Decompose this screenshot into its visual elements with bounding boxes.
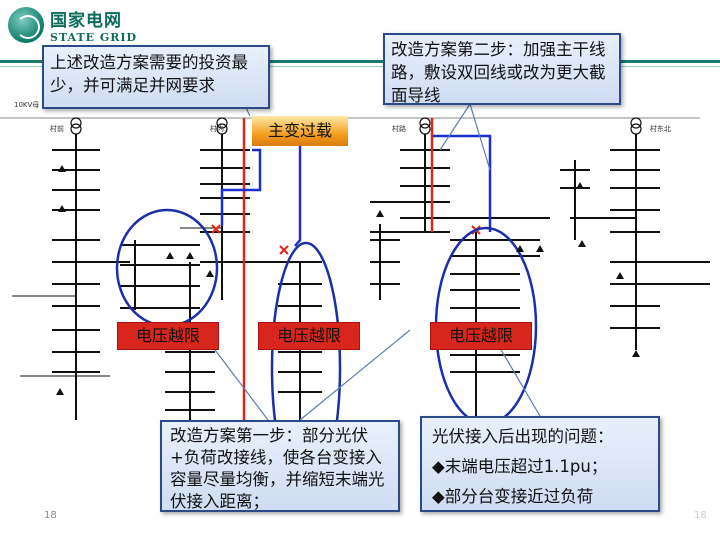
step1-callout: 改造方案第一步：部分光伏+负荷改接线，使各台变接入容量尽量均衡，并缩短末端光伏接… <box>160 420 400 512</box>
transformer-icon <box>70 117 82 129</box>
feeder-3 <box>370 134 550 300</box>
feeder-name-2: 村内 <box>210 125 224 133</box>
header-divider <box>0 60 720 63</box>
feeder-name-3: 村路 <box>392 125 406 133</box>
voltage-limit-tag-1: 电压越限 <box>117 322 219 350</box>
voltage-limit-tag-2: 电压越限 <box>258 322 360 350</box>
feeder-2 <box>180 134 280 300</box>
feeder-1 <box>12 134 130 420</box>
rewired-lines <box>220 134 492 247</box>
problem-item: ◆末端电压超过1.1pu； <box>432 457 608 476</box>
feeder-name-4: 村东北 <box>650 125 671 133</box>
feeder-1-branch <box>120 240 200 310</box>
investment-callout: 上述改造方案需要的投资最少，并可满足并网要求 <box>42 45 270 109</box>
logo-cn: 国家电网 <box>50 11 122 31</box>
bus-voltage-label: 10KV母 <box>14 101 40 109</box>
transformer-overload-tag: 主变过载 <box>252 116 348 146</box>
header-divider-thin <box>0 66 720 67</box>
voltage-limit-tag-3: 电压越限 <box>430 322 532 350</box>
feeder-name-1: 村前 <box>50 125 64 133</box>
page-number: 18 <box>44 510 57 521</box>
logo-en: STATE GRID <box>50 31 138 44</box>
transformers <box>70 117 642 135</box>
fault-marks <box>211 224 481 255</box>
page-number-faint: 18 <box>694 510 707 521</box>
step2-text: 改造方案第二步：加强主干线路，敷设双回线或改为更大截面导线 <box>391 40 606 105</box>
state-grid-logo: 国家电网 STATE GRID <box>8 6 137 44</box>
problems-callout: 光伏接入后出现的问题： ◆末端电压超过1.1pu； ◆部分台变接近过负荷 <box>420 416 660 512</box>
problems-title: 光伏接入后出现的问题： <box>432 427 614 446</box>
transformer-icon <box>630 117 642 129</box>
transformer-icon <box>216 117 228 129</box>
transformer-icon <box>419 117 431 129</box>
step2-callout: 改造方案第二步：加强主干线路，敷设双回线或改为更大截面导线 <box>383 33 621 105</box>
reinforced-mains <box>242 118 434 420</box>
logo-text: 国家电网 STATE GRID <box>50 6 137 44</box>
feeder-4 <box>560 134 710 350</box>
investment-text: 上述改造方案需要的投资最少，并可满足并网要求 <box>50 53 248 95</box>
load-arrows <box>56 165 640 395</box>
step1-text: 改造方案第一步：部分光伏+负荷改接线，使各台变接入容量尽量均衡，并缩短末端光伏接… <box>170 426 385 511</box>
middle-feeder <box>165 261 322 430</box>
state-grid-emblem-icon <box>8 7 44 43</box>
problem-item: ◆部分台变接近过负荷 <box>432 487 594 506</box>
